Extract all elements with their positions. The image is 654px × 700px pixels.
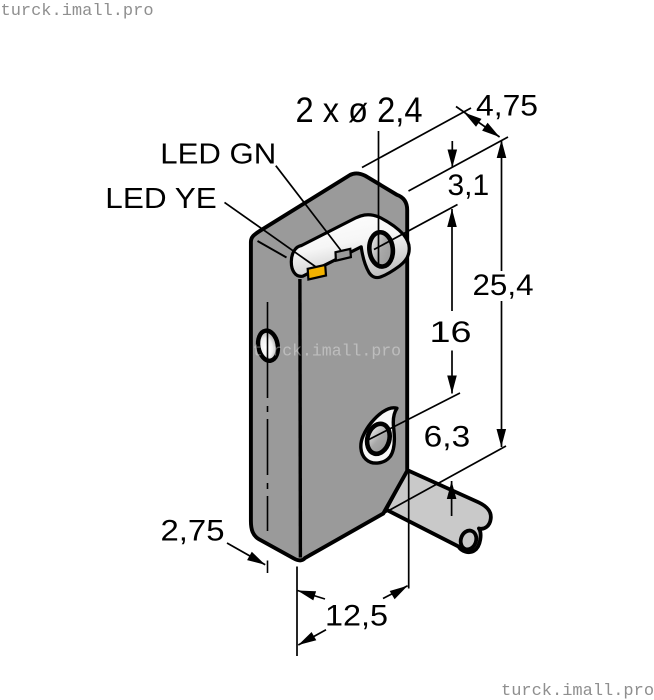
svg-text:LED YE: LED YE xyxy=(105,183,217,215)
svg-text:turck.imall.pro: turck.imall.pro xyxy=(1,2,154,21)
svg-text:turck.imall.pro: turck.imall.pro xyxy=(253,342,402,361)
svg-text:4,75: 4,75 xyxy=(476,90,538,123)
svg-text:2,75: 2,75 xyxy=(161,515,225,548)
svg-text:25,4: 25,4 xyxy=(473,269,534,302)
svg-text:6,3: 6,3 xyxy=(424,421,471,454)
svg-text:2 x ø 2,4: 2 x ø 2,4 xyxy=(296,90,423,130)
svg-text:turck.imall.pro: turck.imall.pro xyxy=(501,682,654,700)
svg-text:LED GN: LED GN xyxy=(160,139,276,171)
svg-text:12,5: 12,5 xyxy=(325,600,388,633)
svg-text:16: 16 xyxy=(430,316,472,349)
svg-text:3,1: 3,1 xyxy=(448,169,490,202)
